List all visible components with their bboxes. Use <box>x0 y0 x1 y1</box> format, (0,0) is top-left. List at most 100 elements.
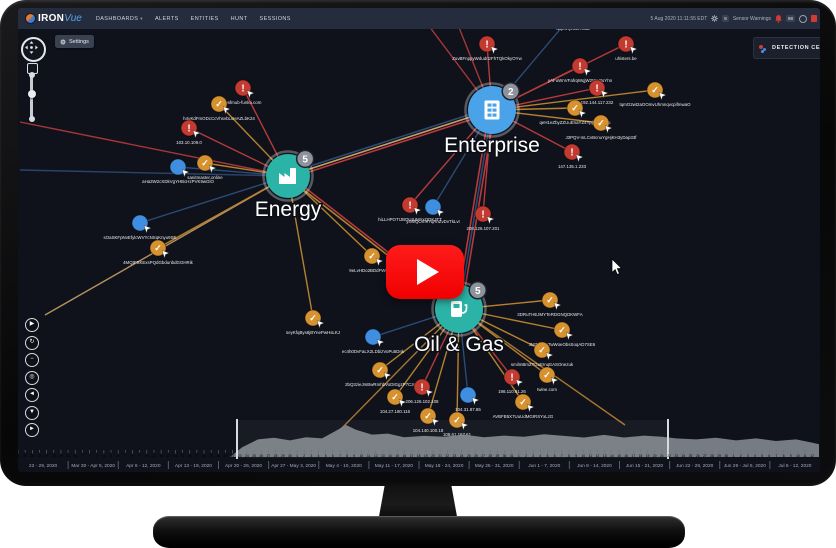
graph-node[interactable]: wqechyfsam.club <box>556 29 590 31</box>
cursor-badge-icon <box>583 68 592 77</box>
graph-node[interactable]: ✓2bQ3zieJmBwRmhbVoDIGgzP7Czr <box>345 361 415 387</box>
detection-panel-header[interactable]: DETECTION CE <box>753 37 820 59</box>
hub-link-edge <box>288 111 494 180</box>
hub-label: Enterprise <box>444 134 540 157</box>
cursor-badge-icon <box>192 130 201 139</box>
graph-node[interactable]: ✓twine.com <box>537 366 559 392</box>
step-forward-button[interactable]: ► <box>25 423 39 437</box>
graph-node[interactable]: ✓seyKfqBys8jBYnePwHsLKJ <box>286 309 340 335</box>
menu-item-alerts[interactable]: ALERTS <box>154 15 179 22</box>
node-label: uhisters.be <box>615 56 637 61</box>
timeline-brush-handle[interactable] <box>667 419 669 459</box>
graph-node[interactable]: ✓sanitmaster.online <box>187 154 223 180</box>
youtube-play-button[interactable] <box>386 245 464 299</box>
node-label: qeH1eZbyZZUuEnaYZ4TpjKnwJbJu <box>539 120 611 125</box>
zoom-in-dot[interactable] <box>28 72 35 78</box>
graph-node[interactable]: ✓4MQtFSKExsPQdGbdunbdGGHRik <box>123 239 194 265</box>
report-doc-icon[interactable] <box>811 15 817 22</box>
menu-item-dashboards[interactable]: DASHBOARDS ▾ <box>95 15 143 22</box>
graph-node[interactable]: !198.110.91.26 <box>498 368 526 394</box>
cursor-badge-icon <box>604 125 613 134</box>
cursor-badge-icon <box>143 225 152 234</box>
day-tick-number: 23 <box>674 454 678 458</box>
graph-node[interactable]: ✓104.27.180.116 <box>380 388 411 414</box>
timeline-brush-handle[interactable] <box>236 419 238 459</box>
graph-node[interactable]: ✓tqmO2wt2aOOmvUhmnqvcpifmwaO <box>619 81 691 107</box>
menu-item-entities[interactable]: ENTITIES <box>190 15 219 22</box>
day-tick-number: 15 <box>181 454 185 458</box>
day-tick-number: 24 <box>23 454 27 458</box>
graph-node[interactable]: !wsfmub-funko.com <box>225 79 262 105</box>
day-tick-number: 5 <box>110 454 112 458</box>
graph-node[interactable]: !208.126.107.201 <box>467 205 501 231</box>
zoom-slider[interactable] <box>27 72 36 122</box>
menu-item-hunt[interactable]: HUNT <box>230 15 248 22</box>
graph-node[interactable]: !yAFuWnVFafrqWqjW2WsJtuYhn <box>548 57 613 83</box>
graph-node[interactable]: ✓9eLvHDo2BDdFWQO4 <box>349 247 395 273</box>
step-back-button[interactable]: ◄ <box>25 388 39 402</box>
timeline-week-label: Jun 22 - 28, 2020 <box>676 463 714 469</box>
step-down-button[interactable]: ▼ <box>25 405 39 420</box>
settings-button[interactable]: Settings <box>55 35 94 48</box>
app-logo[interactable]: IRON Vue <box>26 13 82 24</box>
menu-item-sessions[interactable]: SESSIONS <box>259 15 291 22</box>
graph-node[interactable]: !uhisters.be <box>615 35 638 61</box>
zoom-slider-handle[interactable] <box>27 90 36 98</box>
graph-node[interactable]: !147.135.1.233 <box>558 143 587 169</box>
graph-node[interactable]: !ZuvBFnppyWdudrtzFhTQkOkyOYw <box>452 35 523 61</box>
cursor-badge-icon <box>413 207 422 216</box>
gear-icon[interactable] <box>711 15 719 22</box>
cursor-badge-icon <box>578 110 587 119</box>
graph-node[interactable]: !192.144.117.232 <box>581 79 614 105</box>
graph-node[interactable]: sOaSKFpNvEfylcWVYcNSqKnyu9SE <box>104 214 177 240</box>
graph-node[interactable]: ✓108.61.167.61 <box>443 411 472 437</box>
graph-node[interactable]: ✓qeH1eZbyZZUuEnaYZ4TpjKnwJbJu <box>539 99 611 125</box>
check-node-icon <box>541 291 559 309</box>
timeline-week-label: 23 - 29, 2020 <box>29 463 58 469</box>
play-button[interactable]: ▶ <box>25 318 39 332</box>
remove-button[interactable]: − <box>25 353 39 367</box>
graph-node[interactable]: ✓h4uKdFmODcCcVhsvbLoHAZLbK24 <box>183 95 255 121</box>
status-ring-icon[interactable] <box>799 14 807 23</box>
graph-node[interactable]: !206.126.102.108 <box>406 378 440 404</box>
node-label: 192.144.117.232 <box>581 100 614 105</box>
graph-node[interactable]: aHa3W2cXDkVgYHBcHzPVK9wGlO <box>142 158 214 184</box>
hub-count-text: 5 <box>475 286 481 297</box>
graph-node[interactable]: !103.10.109.0 <box>176 119 202 145</box>
day-tick-number: 19 <box>424 454 428 458</box>
replay-button[interactable]: ↻ <box>25 335 39 350</box>
topbar-status: 5 Aug 2020 11:11:55 EDT 8 Sensor Warning… <box>650 8 817 29</box>
zoom-out-dot[interactable] <box>28 116 35 122</box>
graph-node[interactable]: ✓J3PQV-mLCvBcnuYgHjKH3yDap33f <box>565 114 637 140</box>
day-tick-number: 28 <box>488 454 492 458</box>
day-tick-number: 1 <box>296 454 298 458</box>
pan-control[interactable] <box>21 37 46 62</box>
day-tick-number: 7 <box>124 454 126 458</box>
day-tick-number: 9 <box>139 454 141 458</box>
check-glyph: ✓ <box>368 251 376 261</box>
graph-node[interactable]: 104.31.87.85 <box>455 386 481 412</box>
graph-node[interactable]: ✓104.140.100.18 <box>413 407 444 433</box>
check-glyph: ✓ <box>391 392 399 402</box>
graph-node[interactable]: ✓smilmBmZTGuEInqEASOnezuk <box>511 341 574 367</box>
exclamation-glyph: ! <box>578 62 581 73</box>
graph-node[interactable]: ✓AVBFB5X7UuUdMGIRSYxLzG <box>493 393 554 419</box>
timeline-week-label: Apr 13 - 19, 2020 <box>175 463 212 469</box>
timeline-brush-selection[interactable] <box>237 420 668 458</box>
graph-node[interactable]: ✓3DRuTHEJMYTeRDGNQDKWFA <box>517 291 583 317</box>
graph-node[interactable]: ec4h0DvFaLX2LDbizVoPu5Dnk <box>342 328 405 354</box>
alert-node-icon <box>401 196 419 214</box>
focus-button[interactable]: ◎ <box>25 370 39 385</box>
alert-bell-icon[interactable] <box>775 14 782 23</box>
day-tick-number: 9 <box>790 454 792 458</box>
graph-node[interactable]: y4WQOmVYqAhZvDvTkLvI <box>406 198 460 224</box>
graph-node[interactable]: ✓JMZv+GaTwWoeObsSoqAD7SE6 <box>529 321 596 347</box>
check-glyph: ✓ <box>519 397 527 407</box>
graph-node[interactable]: !hiLLHPOTIJBOUIUMYxQDKJTT <box>378 196 442 222</box>
check-node-icon <box>538 366 556 384</box>
sensor-warnings-label[interactable]: Sensor Warnings <box>732 15 771 22</box>
day-tick-number: 7 <box>561 454 563 458</box>
